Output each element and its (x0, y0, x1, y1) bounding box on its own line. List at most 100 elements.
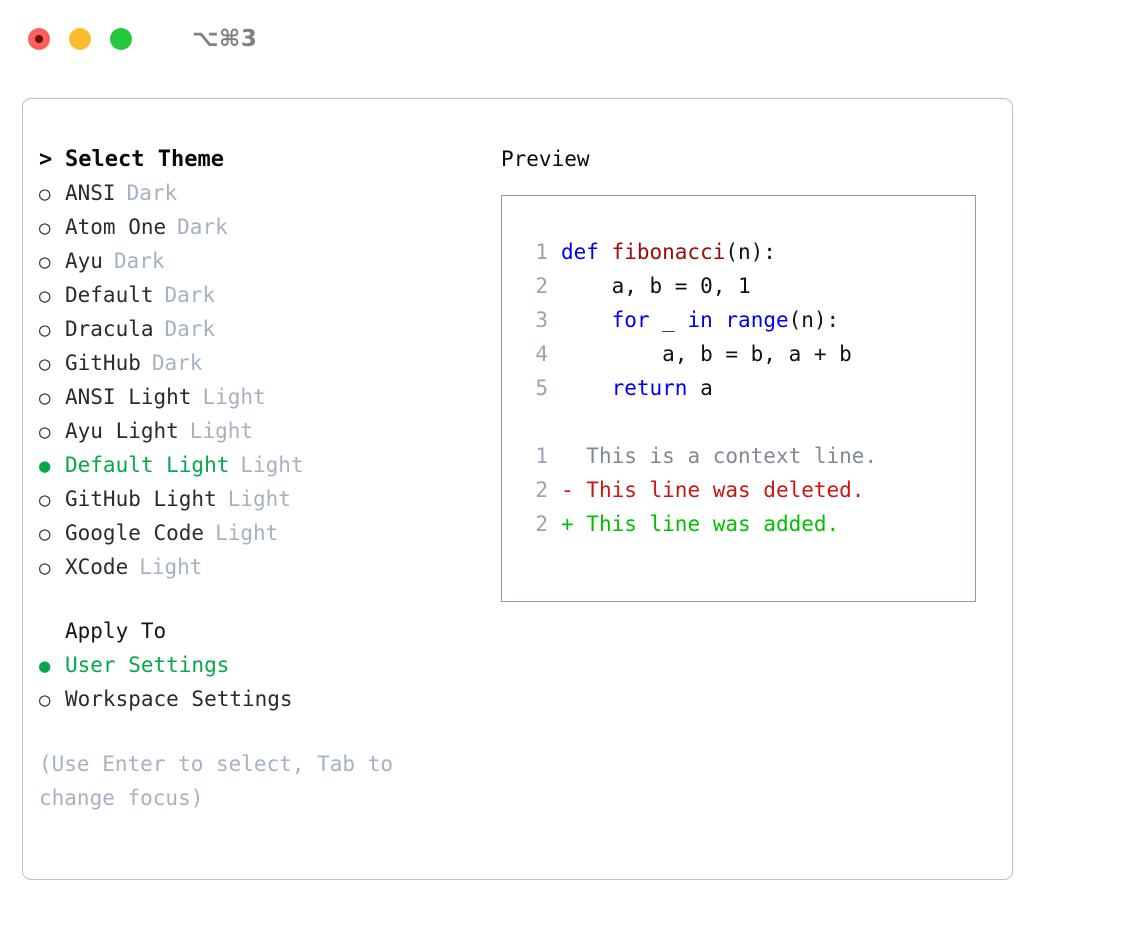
select-theme-heading: > Select Theme (39, 147, 479, 181)
code-line-content: return a (561, 376, 713, 400)
radio-unselected-icon (39, 489, 65, 511)
screenshot-shortcut-label: ⌥⌘3 (192, 26, 258, 52)
theme-list-item[interactable]: Default Light Light (39, 453, 479, 487)
theme-mode-badge: Dark (113, 249, 165, 273)
radio-unselected-icon (39, 319, 65, 341)
theme-name-label: GitHub Light (65, 487, 217, 511)
theme-mode-badge: Light (202, 385, 266, 409)
minimize-button[interactable] (69, 28, 91, 50)
recording-indicator-icon (35, 35, 43, 43)
diff-sample: 1 This is a context line. 2- This line wa… (518, 444, 975, 546)
diff-line: 2 + This line was added. (518, 512, 975, 546)
code-token-plain: a, b = b, a + b (561, 342, 852, 366)
theme-list-item[interactable]: ANSI Light Light (39, 385, 479, 419)
main-panel: > Select Theme ANSIDarkAtom OneDarkAyuDa… (22, 98, 1013, 880)
diff-marker (561, 444, 574, 468)
select-theme-heading-label: Select Theme (65, 147, 224, 172)
window-titlebar: ⌥⌘3 (0, 0, 1140, 78)
radio-unselected-icon (39, 689, 65, 711)
code-token-plain (561, 376, 612, 400)
apply-to-label: Workspace Settings (65, 687, 293, 711)
diff-marker: - (561, 478, 574, 502)
theme-list-item[interactable]: Ayu Dark (39, 249, 479, 283)
code-token-kw: in (687, 308, 713, 332)
theme-name-label: GitHub (65, 351, 141, 375)
diff-line-text: This is a context line. (573, 444, 878, 468)
code-token-kw: range (725, 308, 789, 332)
maximize-button[interactable] (110, 28, 132, 50)
code-line-number: 2 (535, 274, 548, 298)
radio-unselected-icon (39, 387, 65, 409)
code-line: 5 return a (518, 376, 975, 410)
diff-line-text: This line was deleted. (573, 478, 865, 502)
theme-name-label: ANSI Light (65, 385, 192, 409)
code-token-kw: def (561, 240, 612, 264)
code-token-plain: _ (649, 308, 688, 332)
close-button[interactable] (28, 28, 50, 50)
theme-list: ANSIDarkAtom OneDarkAyuDarkDefaultDarkDr… (39, 181, 479, 589)
diff-line-text: This line was added. (573, 512, 840, 536)
theme-mode-badge: Light (227, 487, 291, 511)
apply-to-item[interactable]: User Settings (39, 653, 479, 687)
code-line-number: 4 (535, 342, 548, 366)
theme-name-label: Ayu (65, 249, 103, 273)
preview-title: Preview (501, 147, 590, 171)
radio-unselected-icon (39, 353, 65, 375)
code-token-plain: a, b = 0, 1 (561, 274, 751, 298)
theme-mode-badge: Dark (164, 317, 216, 341)
theme-mode-badge: Light (240, 453, 304, 477)
radio-unselected-icon (39, 285, 65, 307)
theme-picker-column: > Select Theme ANSIDarkAtom OneDarkAyuDa… (39, 147, 479, 815)
theme-name-label: Google Code (65, 521, 205, 545)
apply-to-heading: Apply To (39, 619, 479, 653)
radio-unselected-icon (39, 217, 65, 239)
theme-mode-badge: Dark (164, 283, 216, 307)
theme-name-label: Ayu Light (65, 419, 179, 443)
theme-mode-badge: Light (139, 555, 203, 579)
code-line: 3 for _ in range(n): (518, 308, 975, 342)
code-line-number: 3 (535, 308, 548, 332)
code-line-number: 5 (535, 376, 548, 400)
code-token-kw: for (611, 308, 650, 332)
code-line-content: a, b = b, a + b (561, 342, 852, 366)
section-spacer (39, 589, 479, 619)
radio-unselected-icon (39, 251, 65, 273)
theme-mode-badge: Light (189, 419, 254, 443)
window-controls (28, 28, 132, 50)
apply-to-list: User SettingsWorkspace Settings (39, 653, 479, 721)
radio-selected-icon (39, 455, 65, 477)
theme-list-item[interactable]: GitHub Light Light (39, 487, 479, 521)
diff-line-number: 2 (535, 478, 548, 502)
theme-list-item[interactable]: GitHub Dark (39, 351, 479, 385)
theme-list-item[interactable]: Ayu Light Light (39, 419, 479, 453)
code-token-kw: return (611, 376, 688, 400)
apply-to-heading-label: Apply To (65, 619, 167, 643)
code-token-plain: (n): (788, 308, 840, 332)
diff-line: 2- This line was deleted. (518, 478, 975, 512)
theme-name-label: Atom One (65, 215, 167, 239)
theme-name-label: Default Light (65, 453, 230, 477)
apply-to-item[interactable]: Workspace Settings (39, 687, 479, 721)
radio-selected-icon (39, 655, 65, 677)
theme-list-item[interactable]: XCode Light (39, 555, 479, 589)
theme-mode-badge: Dark (177, 215, 228, 239)
theme-mode-badge: Dark (126, 181, 178, 205)
code-line-number: 1 (535, 240, 548, 264)
diff-marker: + (561, 512, 574, 536)
theme-mode-badge: Dark (151, 351, 203, 375)
diff-line-number: 1 (535, 444, 548, 468)
code-diff-separator (518, 410, 975, 444)
theme-name-label: XCode (65, 555, 129, 579)
theme-list-item[interactable]: Atom One Dark (39, 215, 479, 249)
diff-line-number: 2 (535, 512, 548, 536)
radio-unselected-icon (39, 421, 65, 443)
code-line-content: for _ in range(n): (561, 308, 840, 332)
